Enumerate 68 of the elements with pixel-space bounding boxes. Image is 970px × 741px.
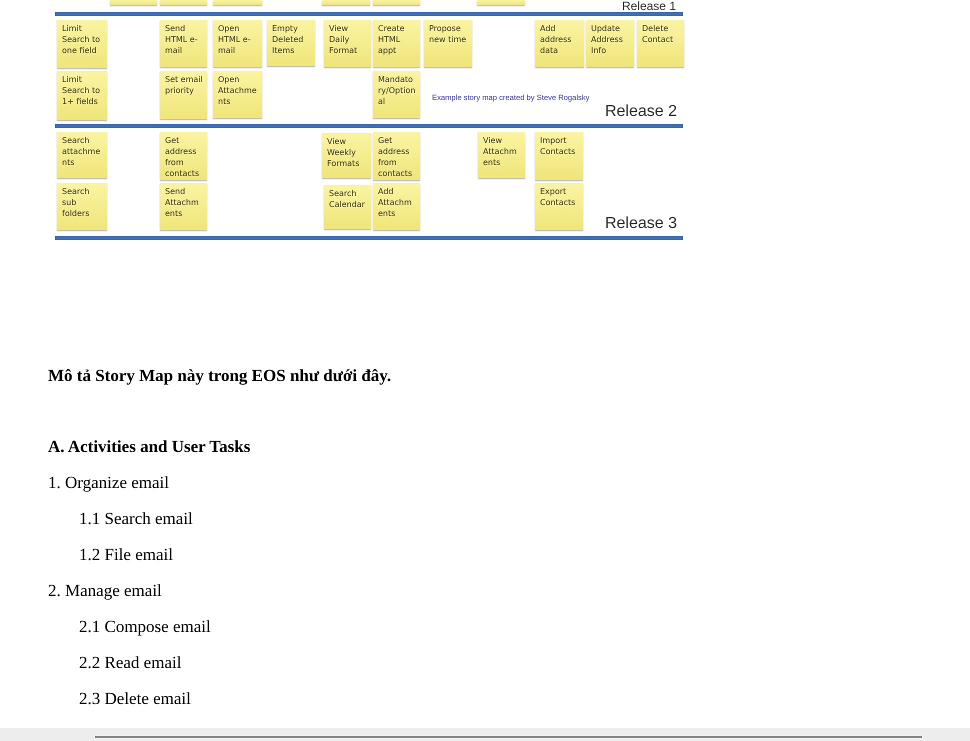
release-label: Release 2 [604,103,677,121]
note-text: Set email priority [165,74,203,96]
sticky-note [57,71,107,120]
section-heading: A. Activities and User Tasks [48,437,250,457]
sticky-note [535,132,583,180]
sticky-note [477,0,525,5]
sticky-note [267,20,315,66]
list-item: 2. Manage email [48,581,162,601]
sticky-note [57,20,107,68]
sticky-note [478,132,525,178]
sticky-note [322,133,371,178]
sticky-note [160,71,207,119]
note-text: Limit Search to one field [62,23,102,56]
sticky-note [373,132,420,180]
sticky-note [57,183,107,230]
note-text: Limit Search to 1+ fields [62,74,102,107]
note-text: Create HTML appt [378,23,406,56]
sticky-note [213,71,262,118]
sticky-note [373,71,420,118]
note-text: Delete Contact [642,23,674,45]
note-text: Mandatory/Optional [378,74,416,107]
sticky-note [160,132,207,180]
sticky-note [160,183,207,230]
sticky-note [373,0,420,5]
sticky-note [373,20,420,67]
list-item: 2.1 Compose email [79,617,211,637]
note-text: Add address data [540,23,572,56]
note-text: View Attachments [483,135,518,168]
list-item: 2.3 Delete email [79,689,191,709]
note-text: Propose new time [429,23,468,45]
sticky-note [160,0,207,5]
sticky-note [586,20,634,67]
note-text: Search sub folders [62,186,90,219]
sticky-note [535,183,583,230]
sticky-note [57,132,107,178]
note-text: View Daily Format [329,23,358,56]
sticky-note [535,20,584,67]
sticky-note [373,183,420,230]
note-text: Add Attachments [378,186,413,219]
list-item: 1. Organize email [48,473,170,493]
sticky-note [637,20,684,67]
paragraph-heading: Mô tả Story Map này trong EOS như dưới đây. [48,366,392,386]
sticky-note [324,185,371,229]
note-text: Open HTML e-mail [218,23,252,56]
list-item: 1.1 Search email [79,509,193,529]
note-text: Get address from contacts [165,135,200,179]
sticky-note [213,20,262,67]
list-item: 1.2 File email [79,545,173,565]
list-item: 2.2 Read email [79,653,182,673]
sticky-note [213,0,262,5]
release-label: Release 1 [622,0,676,12]
sticky-note [110,0,157,5]
note-text: Search attachments [62,135,102,168]
note-text: Send Attachments [165,186,200,219]
note-text: Get address from contacts [378,135,414,179]
note-text: Export Contacts [540,186,576,208]
note-text: Search Calendar [329,188,366,210]
sticky-note [424,20,472,67]
note-text: Update Address Info [591,23,624,56]
note-text: Send HTML e-mail [165,23,199,56]
note-text: Import Contacts [540,135,576,157]
release-label: Release 3 [604,215,677,233]
sticky-note [324,20,371,67]
note-text: View Weekly Formats [327,136,360,169]
note-text: Empty Deleted Items [272,23,304,56]
note-text: Open Attachments [218,74,258,107]
sticky-note [322,0,370,5]
sticky-note [160,20,207,67]
